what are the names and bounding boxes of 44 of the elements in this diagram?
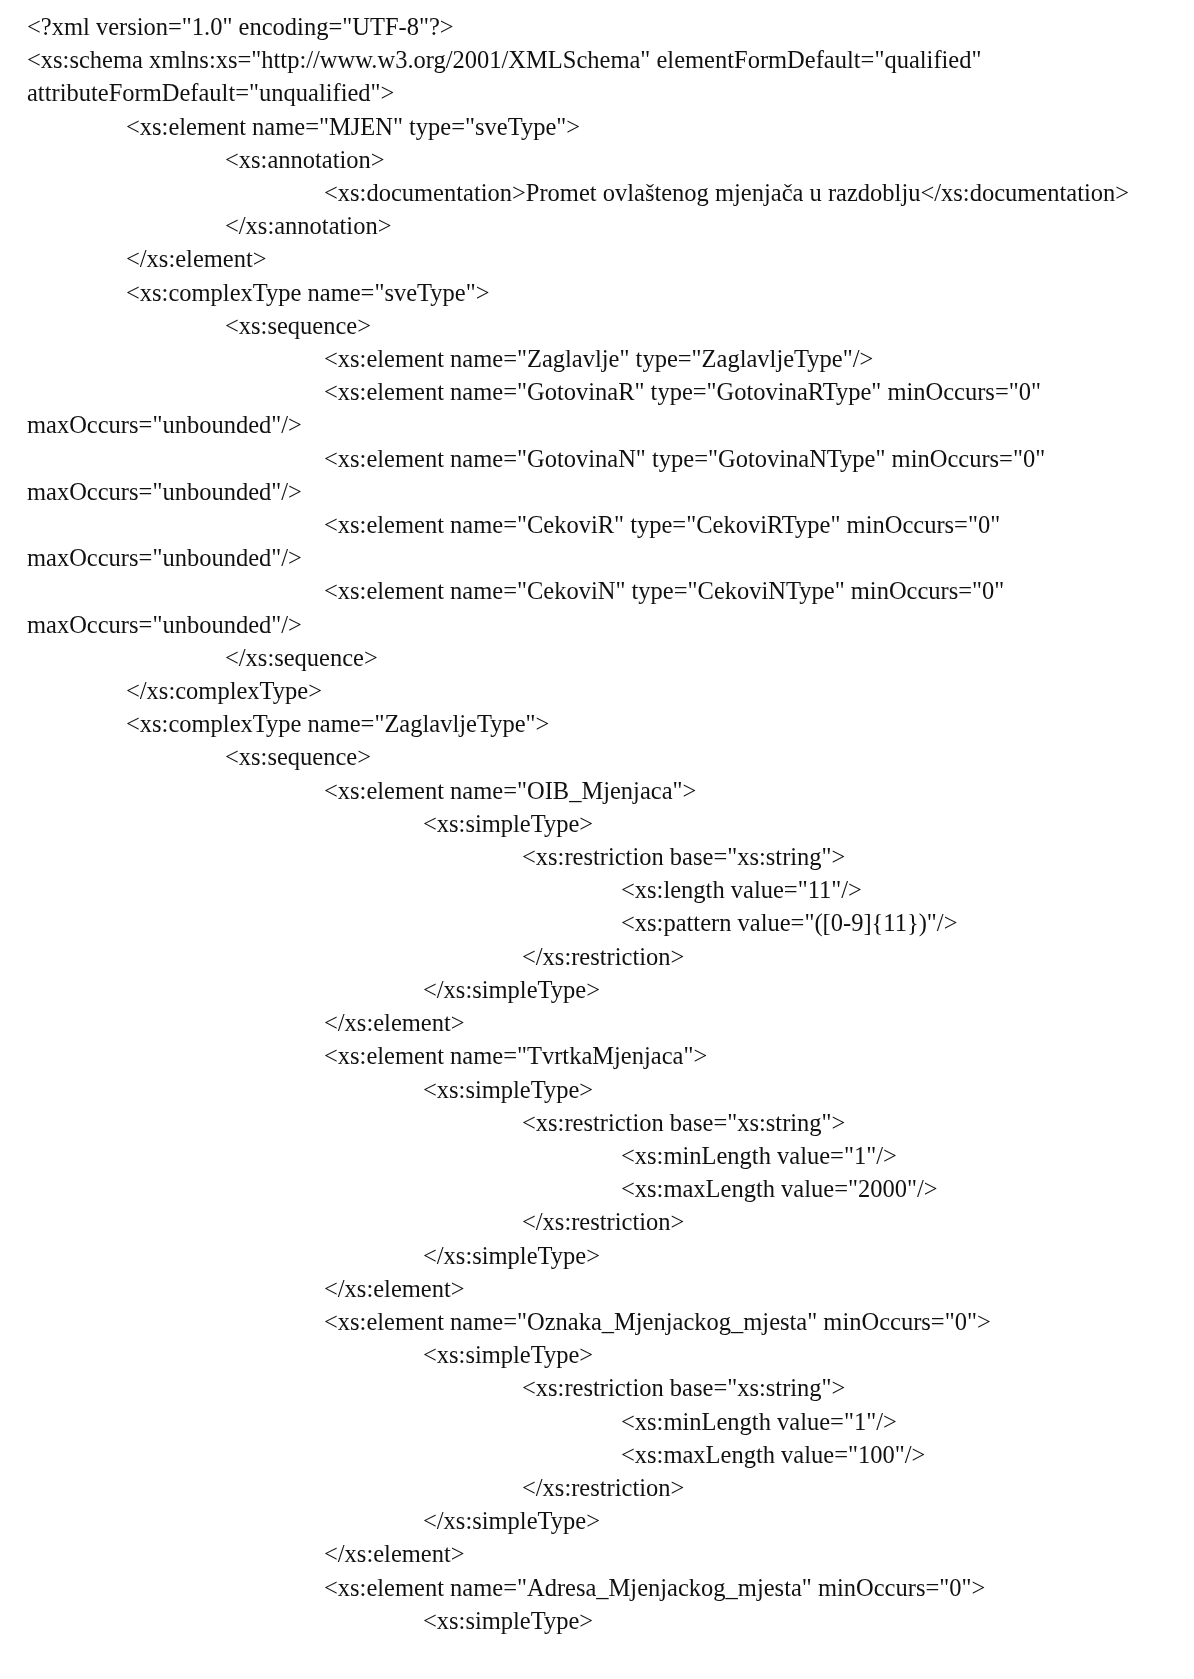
code-line: <xs:element name="Zaglavlje" type="ZaglavljeType"/> [323,344,875,375]
code-line: <xs:element name="GotovinaN" type="GotovinaNType" minOccurs="0" maxOccurs="unbounded"/> [27,443,1047,507]
code-line: <xs:complexType name="sveType"> [125,277,491,308]
code-line: <xs:length value="11"/> [620,875,863,906]
code-line: <xs:restriction base="xs:string"> [521,1107,847,1138]
code-line: <xs:documentation>Promet ovlaštenog mjenjača u razdoblju</xs:documentation> [323,178,1131,208]
code-line: <xs:minLength value="1"/> [620,1140,898,1171]
code-line: <xs:maxLength value="2000"/> [620,1174,939,1205]
code-line: </xs:simpleType> [422,974,601,1005]
code-line: <xs:element name="Oznaka_Mjenjackog_mjesta" minOccurs="0"> [323,1306,992,1337]
code-line: </xs:complexType> [125,676,324,707]
code-line: <xs:element name="CekoviN" type="CekoviNType" minOccurs="0" maxOccurs="unbounded"/> [27,576,1006,640]
code-line: </xs:element> [323,1539,466,1570]
code-line: <xs:element name="TvrtkaMjenjaca"> [323,1041,709,1072]
code-line: </xs:element> [323,1273,466,1304]
code-line: <xs:minLength value="1"/> [620,1406,898,1437]
code-line: <xs:simpleType> [422,1074,595,1105]
code-line: </xs:annotation> [224,211,393,242]
code-line: </xs:simpleType> [422,1240,601,1271]
code-line: </xs:restriction> [521,1207,686,1238]
code-line: <xs:restriction base="xs:string"> [521,842,847,873]
code-line: <xs:element name="Adresa_Mjenjackog_mjesta" minOccurs="0"> [323,1572,987,1603]
code-line: <xs:element name="CekoviR" type="CekoviRType" minOccurs="0" maxOccurs="unbounded"/> [27,510,1002,574]
code-line: <xs:sequence> [224,742,372,773]
code-line: </xs:restriction> [521,941,686,972]
code-line: </xs:simpleType> [422,1506,601,1537]
code-line: <xs:element name="OIB_Mjenjaca"> [323,775,698,806]
code-line: <xs:pattern value="([0-9]{11})"/> [620,908,959,939]
code-line: <xs:element name="GotovinaR" type="GotovinaRType" minOccurs="0" maxOccurs="unbounded"/> [27,377,1042,441]
code-line: <xs:simpleType> [422,1605,595,1636]
code-line: </xs:element> [323,1008,466,1039]
code-line: <xs:annotation> [224,144,386,175]
code-line: <xs:simpleType> [422,808,595,839]
code-line: <xs:restriction base="xs:string"> [521,1373,847,1404]
code-line: <xs:schema xmlns:xs="http://www.w3.org/2001/XMLSchema" elementFormDefault="qualified" attributeFormDefault="unqualified"> [27,45,983,109]
code-line: <xs:complexType name="ZaglavljeType"> [125,709,551,740]
code-line: <xs:simpleType> [422,1340,595,1371]
code-line: </xs:restriction> [521,1472,686,1503]
code-line: </xs:sequence> [224,642,379,673]
code-line: <xs:sequence> [224,310,372,341]
code-line: <xs:element name="MJEN" type="sveType"> [125,111,582,142]
code-line: <?xml version="1.0" encoding="UTF-8"?> [27,12,455,42]
code-line: </xs:element> [125,244,268,275]
code-line: <xs:maxLength value="100"/> [620,1439,927,1470]
